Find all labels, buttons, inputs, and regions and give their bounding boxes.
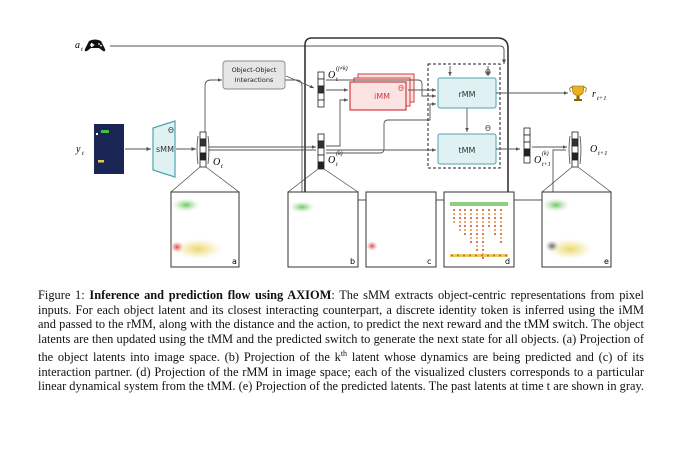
smm-module: sMM Θ — [152, 120, 176, 178]
partner-label: O — [328, 70, 335, 81]
panel-c: c — [365, 191, 437, 268]
panel-b-label: b — [350, 257, 355, 266]
reward-label: r — [592, 89, 596, 100]
latent-stack-k — [317, 133, 325, 170]
trophy-icon — [569, 85, 587, 101]
obs-subscript: t — [82, 150, 84, 157]
kn-label: O — [534, 155, 541, 166]
model-frame — [304, 37, 509, 200]
figure-caption: Figure 1: Inference and prediction flow … — [38, 288, 644, 394]
panel-d: d — [443, 191, 515, 268]
panel-c-label: c — [427, 257, 431, 266]
onext-label: O — [590, 144, 597, 155]
partner-superscript: (j≠k) — [336, 65, 348, 72]
caption-body-2: latent whose dynamics are being predicte… — [38, 349, 644, 394]
ooi-line-1: Object-Object — [232, 66, 277, 74]
imm-module: iMM Θ — [349, 73, 415, 111]
action-input: a t — [75, 39, 106, 53]
action-label: a — [75, 40, 80, 51]
latent-stack-partner — [317, 71, 325, 108]
tmm-theta: Θ — [485, 124, 491, 133]
dynamics-group-box — [427, 63, 501, 169]
caption-body-1: : The sMM extracts object-centric repres… — [38, 288, 644, 364]
panel-a-label: a — [232, 257, 237, 266]
kn-superscript: (k) — [542, 150, 549, 157]
panel-e-label: e — [604, 257, 609, 266]
game-frame-image — [94, 124, 124, 174]
panel-b: b — [287, 191, 359, 268]
latent-stack-next — [568, 131, 582, 168]
reward-subscript: t+1 — [597, 95, 606, 102]
panel-e: e — [541, 191, 612, 268]
imm-front — [349, 81, 407, 111]
panel-a: a — [170, 191, 240, 268]
latent-stack-k-next — [523, 127, 531, 164]
rmm-module: rMM Θ — [437, 68, 497, 109]
k-subscript: t — [336, 162, 338, 168]
kn-subscript: t+1 — [542, 162, 551, 168]
figure: a t y t sMM Θ O t — [75, 37, 612, 268]
imm-theta: Θ — [398, 84, 404, 93]
smm-label: sMM — [156, 145, 174, 154]
rmm-label: rMM — [458, 90, 475, 99]
smm-theta: Θ — [168, 126, 174, 135]
caption-title: Inference and prediction flow using AXIO… — [89, 288, 332, 302]
action-subscript: t — [81, 46, 83, 53]
object-interactions-module: Object-Object Interactions — [222, 60, 286, 90]
caption-label: Figure 1: — [38, 288, 85, 302]
obs-label: y — [75, 144, 81, 155]
caption-sup: th — [340, 348, 348, 358]
onext-subscript: t+1 — [598, 150, 607, 157]
ooi-line-2: Interactions — [235, 76, 274, 84]
imm-label: iMM — [374, 92, 390, 101]
tmm-label: tMM — [459, 146, 476, 155]
latent-stack-ot — [196, 131, 210, 168]
rmm-cluster-plot — [450, 202, 508, 260]
ot-label: O — [213, 157, 220, 168]
gamepad-icon — [84, 39, 106, 52]
panel-d-label: d — [505, 257, 510, 266]
k-label: O — [328, 155, 335, 166]
k-superscript: (k) — [336, 150, 343, 157]
ot-subscript: t — [221, 163, 223, 170]
